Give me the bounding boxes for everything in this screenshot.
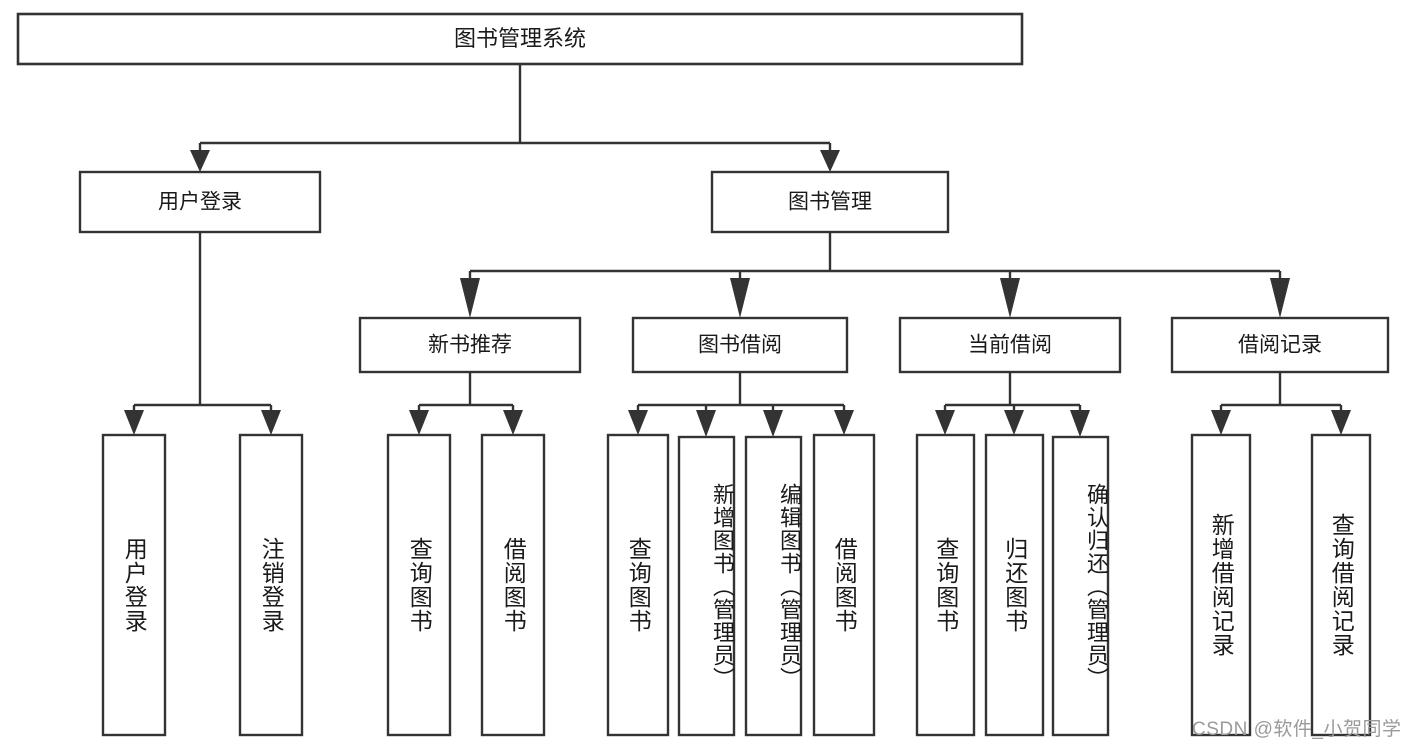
- leaf-box-add-borrow-record[interactable]: [1190, 433, 1252, 737]
- arrow-user-login-to-leaf2: [261, 410, 281, 435]
- leaf-box-return-book[interactable]: [984, 433, 1045, 737]
- node-book-management-label: 图书管理: [788, 191, 872, 214]
- node-book-borrow-box[interactable]: [631, 316, 849, 374]
- leaf-box-group: [101, 433, 1372, 737]
- leaf-box-query-borrow-record[interactable]: [1310, 433, 1372, 737]
- arrow-cb-to-return-book: [1004, 410, 1024, 435]
- leaf-box-borrow-book-recommend[interactable]: [480, 433, 546, 737]
- node-root-label: 图书管理系统: [454, 26, 586, 51]
- edge-group-book-management-children: [460, 232, 1290, 318]
- leaf-box-query-book-current[interactable]: [915, 433, 976, 737]
- node-user-login-box[interactable]: [78, 170, 322, 234]
- arrow-bb-to-add-book: [696, 410, 716, 437]
- arrow-user-login-to-leaf1: [124, 410, 144, 435]
- leaf-box-borrow-book[interactable]: [812, 433, 876, 737]
- arrow-root-to-user-login: [190, 150, 210, 172]
- leaf-box-query-book-borrow[interactable]: [606, 433, 670, 737]
- arrow-br-to-query-record: [1331, 410, 1351, 435]
- leaf-box-edit-book-admin[interactable]: [744, 435, 803, 737]
- node-book-borrow-label: 图书借阅: [698, 334, 782, 357]
- csdn-watermark: CSDN @软件_小贺同学: [1192, 719, 1402, 740]
- leaf-box-user-login[interactable]: [101, 433, 167, 737]
- node-current-borrow[interactable]: 当前借阅: [898, 316, 1122, 374]
- arrow-br-to-add-record: [1211, 410, 1231, 435]
- node-borrow-records-box[interactable]: [1170, 316, 1390, 374]
- arrow-bm-to-current-borrow: [1000, 278, 1020, 318]
- node-new-book-recommend-box[interactable]: [358, 316, 582, 374]
- node-user-login[interactable]: 用户登录: [78, 170, 322, 234]
- leaf-box-logout-login[interactable]: [238, 433, 304, 737]
- arrow-bb-to-edit-book: [763, 410, 783, 437]
- node-borrow-records-label: 借阅记录: [1238, 334, 1322, 357]
- arrow-nbr-to-borrow-book: [503, 410, 523, 435]
- edge-group-current-borrow-children: [935, 372, 1090, 437]
- arrow-root-to-book-management: [820, 150, 840, 172]
- arrow-bm-to-borrow-records: [1270, 278, 1290, 318]
- edge-group-user-login-children: [124, 232, 281, 435]
- leaf-box-add-book-admin[interactable]: [677, 435, 736, 737]
- edge-group-root-to-level2: [190, 64, 840, 172]
- arrow-bm-to-book-borrow: [730, 278, 750, 318]
- node-new-book-recommend-label: 新书推荐: [428, 334, 512, 357]
- arrow-cb-to-query-book: [935, 410, 955, 435]
- node-book-management-box[interactable]: [710, 170, 950, 234]
- arrow-nbr-to-query-book: [409, 410, 429, 435]
- node-new-book-recommend[interactable]: 新书推荐: [358, 316, 582, 374]
- arrow-bb-to-borrow-book: [834, 410, 854, 435]
- leaf-box-query-book-recommend[interactable]: [386, 433, 452, 737]
- arrow-cb-to-confirm-return: [1070, 410, 1090, 437]
- node-book-management[interactable]: 图书管理: [710, 170, 950, 234]
- node-root[interactable]: 图书管理系统: [16, 12, 1024, 66]
- edge-group-borrow-records-children: [1211, 372, 1351, 435]
- node-user-login-label: 用户登录: [158, 191, 242, 214]
- edge-group-book-borrow-children: [628, 372, 854, 437]
- node-root-box[interactable]: [16, 12, 1024, 66]
- node-current-borrow-label: 当前借阅: [968, 334, 1052, 357]
- node-book-borrow[interactable]: 图书借阅: [631, 316, 849, 374]
- node-borrow-records[interactable]: 借阅记录: [1170, 316, 1390, 374]
- edge-group-new-book-recommend-children: [409, 372, 523, 435]
- leaf-box-confirm-return-admin[interactable]: [1051, 435, 1110, 737]
- arrow-bm-to-new-book-recommend: [460, 278, 480, 318]
- arrow-bb-to-query-book: [628, 410, 648, 435]
- node-current-borrow-box[interactable]: [898, 316, 1122, 374]
